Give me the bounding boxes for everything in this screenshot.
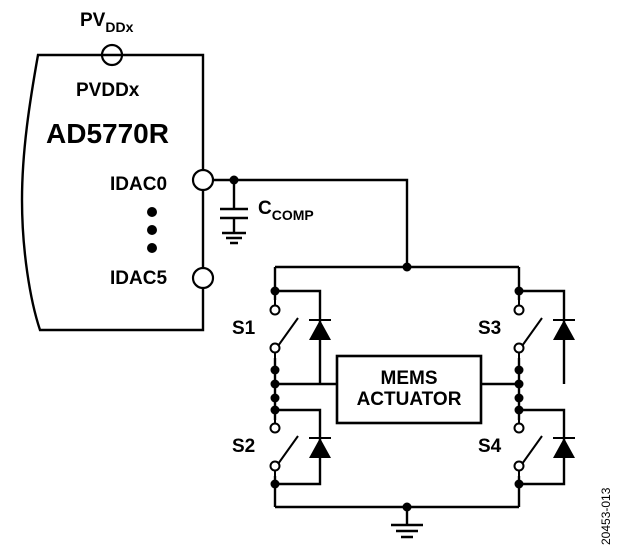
figure-id: 20453-013 xyxy=(599,487,613,545)
s1-switch xyxy=(274,300,299,370)
s2-contact xyxy=(269,422,281,434)
junction-dot xyxy=(270,379,280,389)
s2-switch xyxy=(274,410,299,484)
ellipsis-dot xyxy=(147,225,157,235)
s3-gap xyxy=(512,300,526,358)
idac5-label: IDAC5 xyxy=(110,268,167,289)
chip-name: AD5770R xyxy=(46,118,169,149)
ccomp-label: CCOMP xyxy=(258,198,314,223)
mems-actuator-box xyxy=(335,354,483,425)
s4-label: S4 xyxy=(478,436,502,457)
s4-contact xyxy=(513,422,525,434)
s4-switch xyxy=(518,410,543,484)
idac5-terminal xyxy=(191,266,215,290)
s1-gap xyxy=(268,300,282,358)
junction-dot xyxy=(402,262,412,272)
s3-switch xyxy=(518,300,543,370)
supply-label: PVDDx xyxy=(80,10,134,35)
idac0-terminal xyxy=(191,168,215,192)
output-wire xyxy=(213,178,409,267)
s3-diode xyxy=(553,320,575,340)
junction-dot xyxy=(514,379,524,389)
ccomp-capacitor xyxy=(220,180,248,245)
junction-dot xyxy=(514,393,524,403)
junction-dot xyxy=(270,393,280,403)
junction-dot xyxy=(270,286,280,296)
ellipsis-dot xyxy=(147,207,157,217)
mems-label-line1: MEMS xyxy=(381,368,438,389)
s3-contact xyxy=(513,304,525,316)
s4-diode xyxy=(553,438,575,458)
chip-body xyxy=(20,53,205,332)
chip-supply-pin-label: PVDDx xyxy=(76,80,140,101)
idac0-label: IDAC0 xyxy=(110,174,167,195)
ellipsis-dot xyxy=(147,243,157,253)
s2-diode xyxy=(309,438,331,458)
mems-label-line2: ACTUATOR xyxy=(357,389,462,410)
s1-contact xyxy=(269,304,281,316)
junction-dot xyxy=(514,286,524,296)
s1-diode xyxy=(309,320,331,340)
s1-label: S1 xyxy=(232,318,256,339)
s3-label: S3 xyxy=(478,318,501,339)
ground-symbol xyxy=(391,507,423,539)
s2-label: S2 xyxy=(232,436,255,457)
